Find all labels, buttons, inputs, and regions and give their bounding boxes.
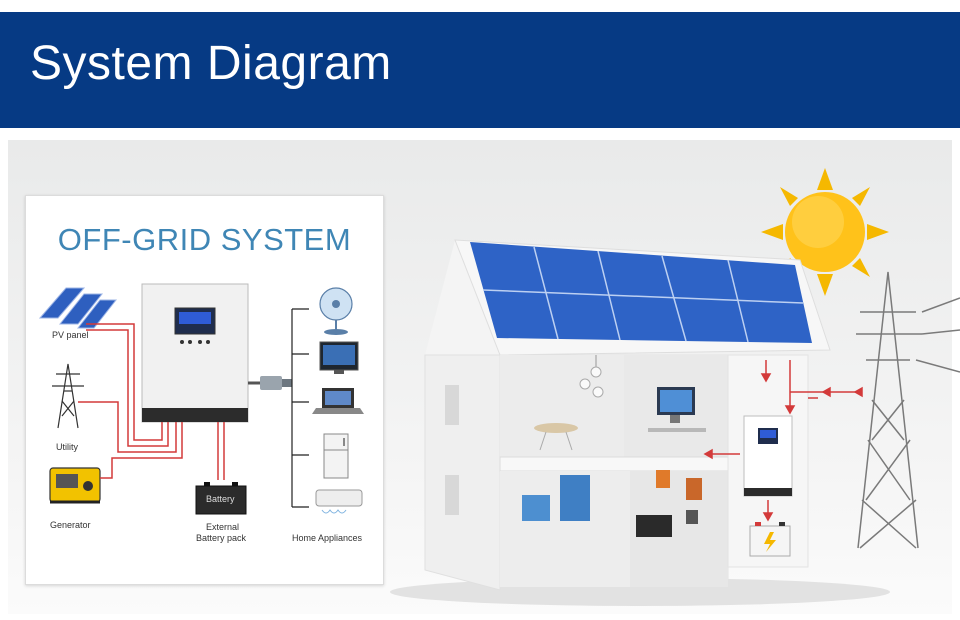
- generator-icon: [49, 467, 101, 504]
- header-banner: System Diagram: [0, 12, 960, 128]
- home-appliances-label: Home Appliances: [292, 533, 363, 543]
- off-grid-diagram: [38, 283, 364, 515]
- battery-icon: [195, 482, 247, 515]
- laptop-icon: [312, 388, 364, 414]
- off-grid-title: OFF-GRID SYSTEM: [57, 222, 352, 257]
- off-grid-diagram-card: OFF-GRID SYSTEM: [25, 195, 384, 585]
- page-title: System Diagram: [30, 37, 392, 90]
- fan-icon: [319, 287, 353, 335]
- appliance-bracket: [291, 308, 309, 508]
- plug-icon: [248, 376, 292, 390]
- generator-label: Generator: [50, 520, 91, 530]
- battery-label: Battery: [206, 494, 235, 504]
- tv-icon: [319, 341, 359, 374]
- utility-label: Utility: [56, 442, 78, 452]
- pv-panel-icon: [38, 287, 118, 329]
- fridge-icon: [323, 433, 349, 479]
- external-battery-label-line1: External: [206, 522, 240, 532]
- air-conditioner-icon: [315, 489, 363, 514]
- inverter-icon: [141, 283, 249, 423]
- wiring-lines: [78, 323, 225, 480]
- utility-tower-icon: [52, 363, 84, 429]
- external-battery-label-line2: Battery pack: [196, 533, 247, 543]
- pv-panel-label: PV panel: [52, 330, 89, 340]
